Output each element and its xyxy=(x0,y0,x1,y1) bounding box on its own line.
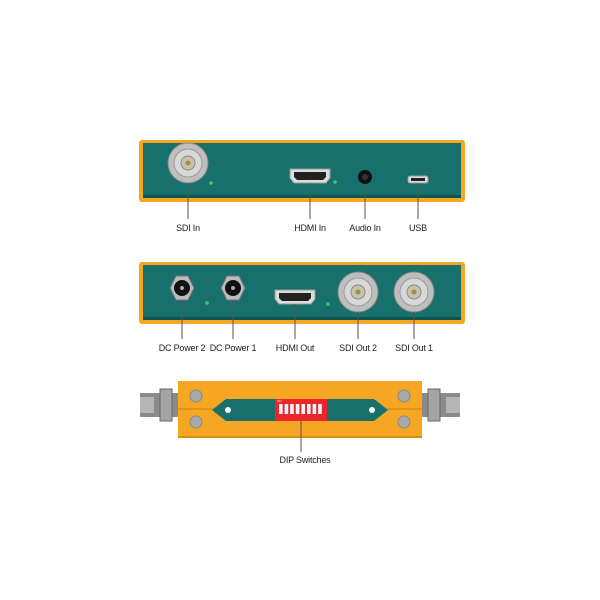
dc-power-2-jack-icon xyxy=(169,275,195,301)
dip-on-text: ON xyxy=(277,399,282,403)
rear-panel xyxy=(139,262,465,339)
audio-in-jack-icon xyxy=(358,170,372,184)
dip-switch-toggle xyxy=(312,404,317,414)
label-sdi-out-2: SDI Out 2 xyxy=(339,343,377,353)
led-indicator xyxy=(333,180,337,184)
dip-switch-toggle xyxy=(307,404,311,414)
label-dc-power-2: DC Power 2 xyxy=(158,343,206,353)
callout-lines xyxy=(187,183,419,219)
front-panel xyxy=(139,140,465,219)
dip-switch-toggle xyxy=(284,404,289,414)
label-hdmi-in: HDMI In xyxy=(294,223,326,233)
dip-switch-toggle xyxy=(301,404,305,414)
hdmi-in-port-icon xyxy=(289,168,331,184)
label-usb: USB xyxy=(409,223,427,233)
callout-lines xyxy=(181,300,415,339)
dip-switch-toggle xyxy=(295,404,300,414)
sdi-in-bnc-connector-icon xyxy=(167,142,209,184)
label-dc-power-1: DC Power 1 xyxy=(209,343,257,353)
dc-power-1-jack-icon xyxy=(220,275,246,301)
sdi-out-2-bnc-connector-icon xyxy=(337,271,379,313)
led-indicator xyxy=(205,301,209,305)
dip-switch-toggle xyxy=(279,404,283,414)
right-bnc-connector-icon xyxy=(422,388,460,422)
led-indicator xyxy=(326,302,330,306)
dip-switch-icon xyxy=(275,399,327,421)
led-indicator xyxy=(209,181,213,185)
label-sdi-out-1: SDI Out 1 xyxy=(395,343,433,353)
label-audio-in: Audio In xyxy=(349,223,381,233)
dip-switch-toggle xyxy=(290,404,294,414)
dip-switch-toggle xyxy=(318,404,322,414)
label-dip-switches: DIP Switches xyxy=(279,455,331,465)
screw-icons xyxy=(189,389,411,429)
left-bnc-connector-icon xyxy=(140,388,178,422)
sdi-out-1-bnc-connector-icon xyxy=(393,271,435,313)
hdmi-out-port-icon xyxy=(274,289,316,305)
label-hdmi-out: HDMI Out xyxy=(275,343,315,353)
usb-port-icon xyxy=(407,175,429,184)
top-view xyxy=(140,381,460,452)
label-sdi-in: SDI In xyxy=(176,223,200,233)
